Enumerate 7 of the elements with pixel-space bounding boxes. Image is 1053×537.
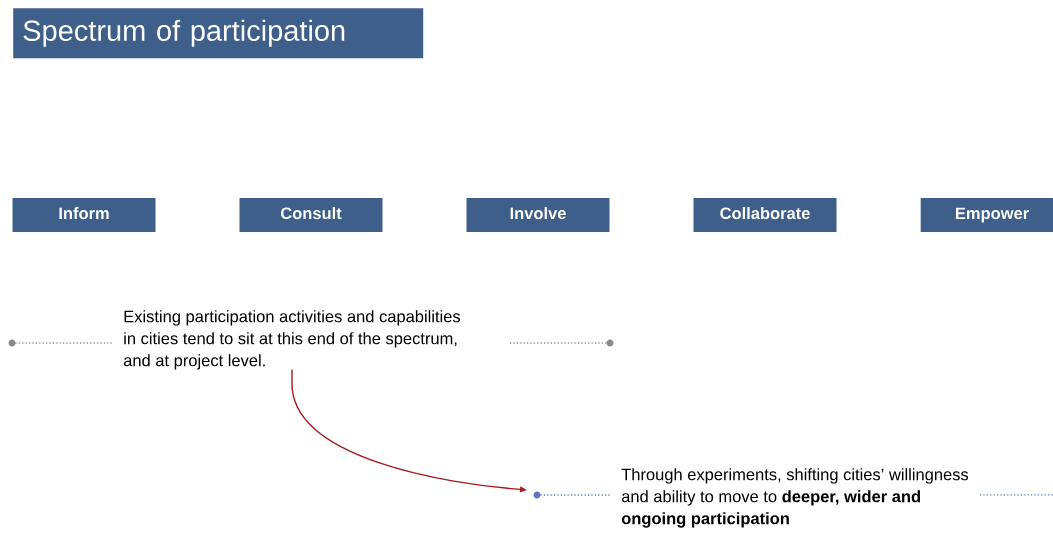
stage-box: Inform xyxy=(12,198,156,232)
title-banner: Spectrum of participation xyxy=(13,8,424,59)
stage-box: Consult xyxy=(239,198,383,232)
stage-box: Involve xyxy=(466,198,610,232)
note-text: Existing participation activities and capabilities in cities tend to sit at this end of the spectrum, and at project level. xyxy=(123,310,461,370)
stage-box: Empower xyxy=(920,198,1053,232)
stage-box: Collaborate xyxy=(693,198,837,232)
